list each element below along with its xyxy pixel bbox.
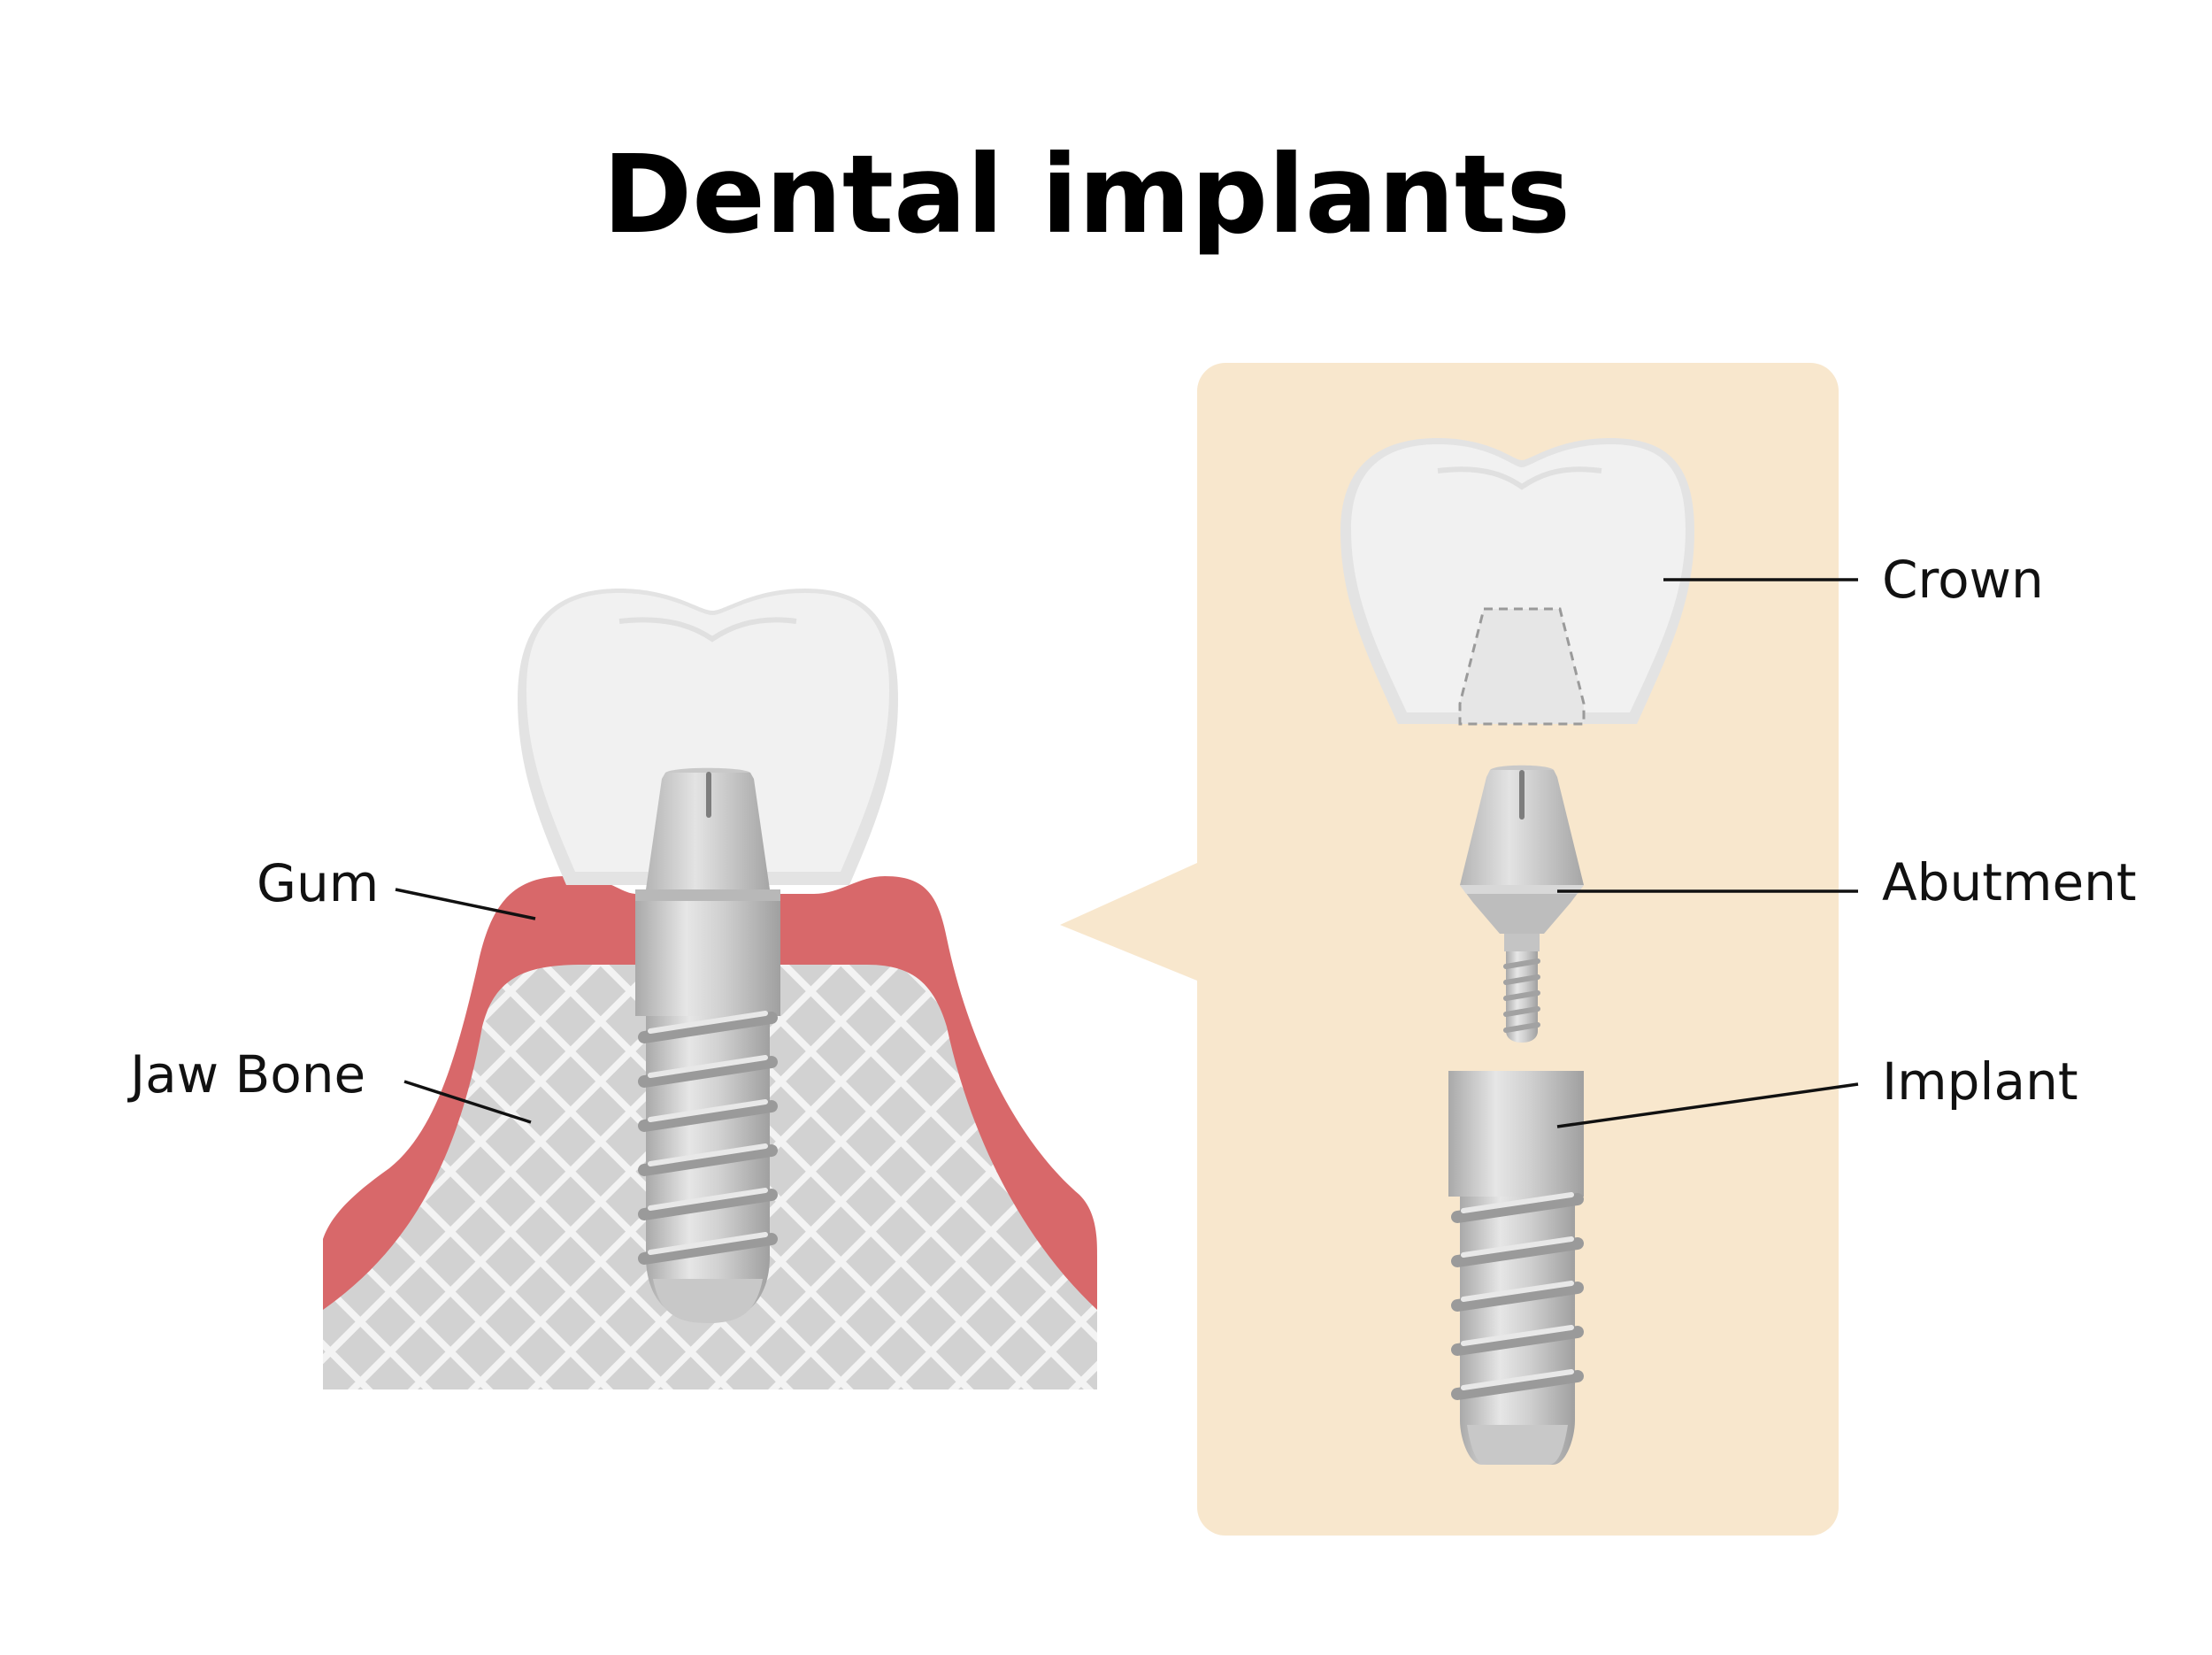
label-implant: Implant — [1882, 1051, 2078, 1112]
label-gum: Gum — [257, 853, 379, 913]
leader-implant — [1556, 1082, 1859, 1128]
leader-jaw-bone — [403, 1080, 532, 1124]
label-abutment: Abutment — [1882, 852, 2137, 912]
assembled-implant — [635, 901, 780, 1323]
leader-gum — [395, 888, 536, 920]
exploded-implant — [1448, 1071, 1584, 1465]
crown-abutment-socket — [1458, 607, 1586, 726]
assembled-abutment — [635, 767, 780, 902]
exploded-crown — [1340, 438, 1694, 726]
exploded-abutment — [1460, 765, 1584, 1043]
assembled-crown — [518, 589, 898, 885]
label-crown: Crown — [1882, 550, 2044, 610]
jaw-cross-section — [323, 589, 1097, 1389]
label-jaw-bone: Jaw Bone — [127, 1044, 365, 1105]
diagram-title: Dental implants — [603, 132, 1571, 258]
